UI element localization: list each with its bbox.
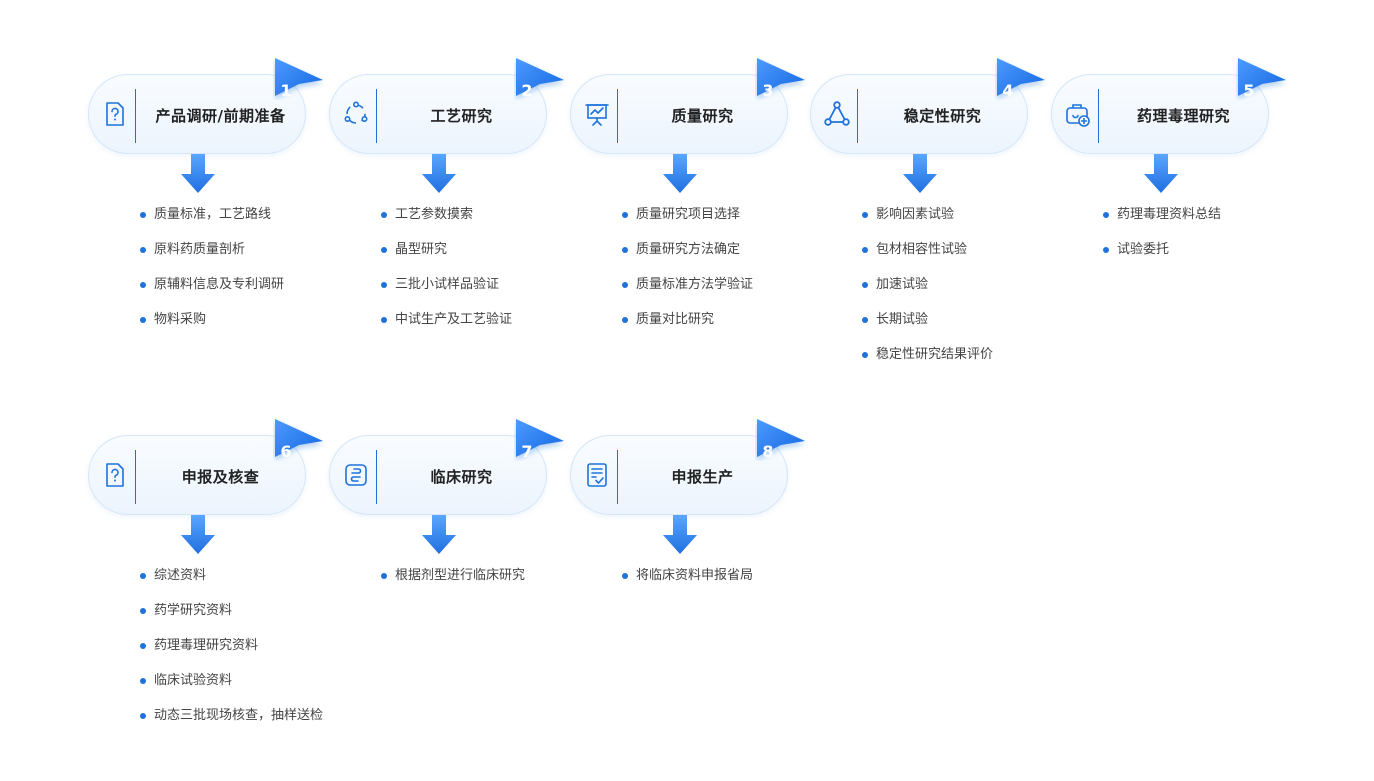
step-item: 三批小试样品验证 (381, 275, 512, 310)
step-number-flag-icon (757, 419, 805, 457)
down-arrow-icon (181, 515, 215, 554)
down-arrow-icon (422, 515, 456, 554)
triangle-nodes-icon (823, 100, 851, 128)
step-number: 1 (280, 81, 292, 100)
step-item: 影响因素试验 (862, 205, 993, 240)
step-item-list: 影响因素试验包材相容性试验加速试验长期试验稳定性研究结果评价 (862, 205, 993, 380)
card-divider (617, 450, 618, 504)
step-title: 质量研究 (671, 106, 734, 125)
step-number-flag-icon (275, 419, 323, 457)
step-item-list: 根据剂型进行临床研究 (381, 566, 525, 601)
step-card: 稳定性研究 (810, 74, 1028, 154)
step-number: 7 (521, 442, 533, 461)
step-item: 根据剂型进行临床研究 (381, 566, 525, 601)
step-number-flag-icon (275, 58, 323, 96)
step-item: 药理毒理资料总结 (1103, 205, 1221, 240)
step-item: 药理毒理研究资料 (140, 636, 323, 671)
step-item: 临床试验资料 (140, 671, 323, 706)
step-item: 质量标准方法学验证 (622, 275, 753, 310)
step-item: 物料采购 (140, 310, 284, 345)
step-number: 5 (1243, 81, 1255, 100)
step-item: 质量标准，工艺路线 (140, 205, 284, 240)
step-item: 工艺参数摸索 (381, 205, 512, 240)
step-number: 6 (280, 442, 292, 461)
step-number: 2 (521, 81, 533, 100)
presentation-chart-icon (583, 100, 611, 128)
step-item-list: 将临床资料申报省局 (622, 566, 753, 601)
step-title: 临床研究 (430, 467, 493, 486)
card-divider (376, 450, 377, 504)
step-number-flag-icon (997, 58, 1045, 96)
step-item: 将临床资料申报省局 (622, 566, 753, 601)
step-item: 长期试验 (862, 310, 993, 345)
step-card: 质量研究 (570, 74, 788, 154)
step-item: 药学研究资料 (140, 601, 323, 636)
step-number-flag-icon (516, 419, 564, 457)
step-item: 晶型研究 (381, 240, 512, 275)
step-item: 质量研究项目选择 (622, 205, 753, 240)
step-item: 加速试验 (862, 275, 993, 310)
step-item: 试验委托 (1103, 240, 1221, 275)
step-item: 原辅料信息及专利调研 (140, 275, 284, 310)
medical-kit-icon (1064, 100, 1092, 128)
step-item-list: 工艺参数摸索晶型研究三批小试样品验证中试生产及工艺验证 (381, 205, 512, 345)
question-doc-icon (101, 461, 129, 489)
step-item: 综述资料 (140, 566, 323, 601)
step-number: 4 (1002, 81, 1014, 100)
step-title: 稳定性研究 (903, 106, 982, 125)
down-arrow-icon (663, 515, 697, 554)
step-title: 产品调研/前期准备 (155, 106, 286, 125)
question-doc-icon (101, 100, 129, 128)
card-divider (1098, 89, 1099, 143)
step-card: 药理毒理研究 (1051, 74, 1269, 154)
card-divider (376, 89, 377, 143)
step-item-list: 质量标准，工艺路线原料药质量剖析原辅料信息及专利调研物料采购 (140, 205, 284, 345)
step-title: 药理毒理研究 (1136, 106, 1230, 125)
down-arrow-icon (663, 154, 697, 193)
down-arrow-icon (1144, 154, 1178, 193)
step-item-list: 综述资料药学研究资料药理毒理研究资料临床试验资料动态三批现场核查，抽样送检 (140, 566, 323, 741)
process-cycle-icon (342, 100, 370, 128)
step-title: 申报生产 (671, 467, 734, 486)
step-number-flag-icon (757, 58, 805, 96)
step-number-flag-icon (516, 58, 564, 96)
step-item: 包材相容性试验 (862, 240, 993, 275)
step-title: 工艺研究 (430, 106, 493, 125)
down-arrow-icon (181, 154, 215, 193)
card-divider (135, 89, 136, 143)
step-item: 质量研究方法确定 (622, 240, 753, 275)
step-item: 稳定性研究结果评价 (862, 345, 993, 380)
step-card: 申报及核查 (88, 435, 306, 515)
step-number: 8 (762, 442, 774, 461)
checklist-doc-icon (583, 461, 611, 489)
step-number: 3 (762, 81, 774, 100)
down-arrow-icon (903, 154, 937, 193)
step-item: 质量对比研究 (622, 310, 753, 345)
step-card: 工艺研究 (329, 74, 547, 154)
step-item-list: 质量研究项目选择质量研究方法确定质量标准方法学验证质量对比研究 (622, 205, 753, 345)
clinical-loop-icon (342, 461, 370, 489)
step-item: 动态三批现场核查，抽样送检 (140, 706, 323, 741)
step-card: 临床研究 (329, 435, 547, 515)
card-divider (617, 89, 618, 143)
step-number-flag-icon (1238, 58, 1286, 96)
step-item: 原料药质量剖析 (140, 240, 284, 275)
step-card: 申报生产 (570, 435, 788, 515)
step-item: 中试生产及工艺验证 (381, 310, 512, 345)
down-arrow-icon (422, 154, 456, 193)
step-item-list: 药理毒理资料总结试验委托 (1103, 205, 1221, 275)
card-divider (857, 89, 858, 143)
step-title: 申报及核查 (181, 467, 260, 486)
step-card: 产品调研/前期准备 (88, 74, 306, 154)
card-divider (135, 450, 136, 504)
